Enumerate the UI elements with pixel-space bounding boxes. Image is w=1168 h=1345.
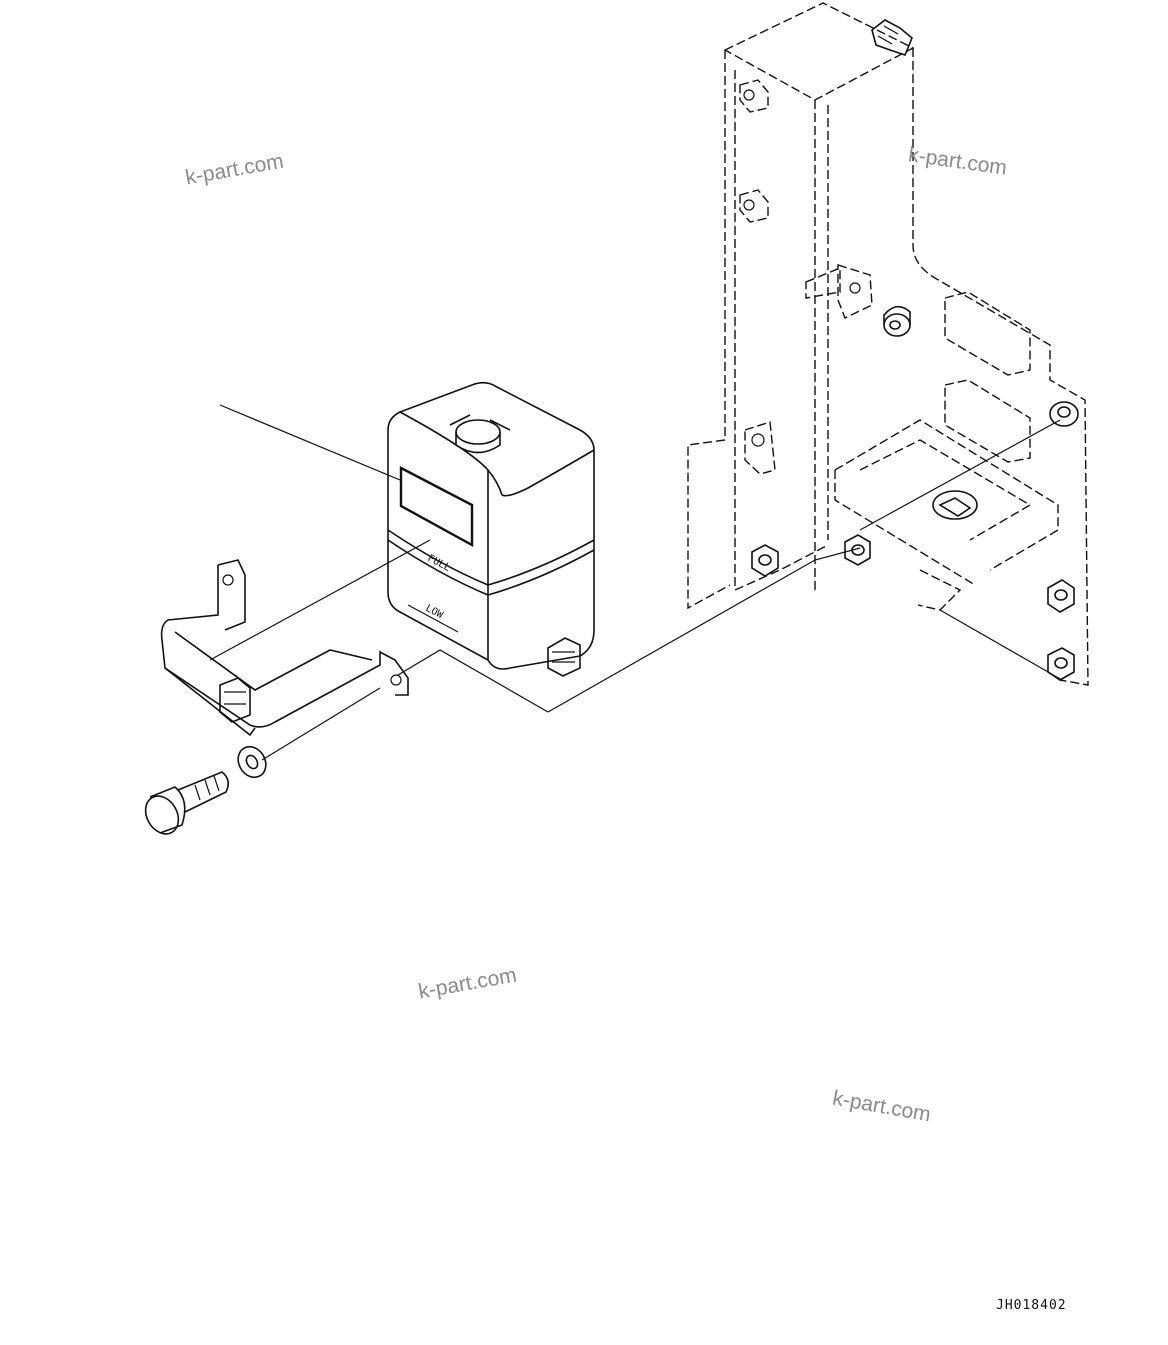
tray-bracket — [834, 419, 1059, 611]
mounting-post — [687, 2, 1089, 686]
top-clip — [871, 19, 913, 56]
slot-2 — [944, 379, 1031, 463]
slot-1 — [944, 291, 1031, 376]
nut-tray-base — [844, 534, 871, 566]
reservoir-tank — [387, 381, 595, 670]
nut-top-right — [1049, 401, 1079, 427]
nut-lower-right-1 — [1047, 579, 1075, 613]
tank-clip — [547, 637, 581, 677]
low-level-line — [407, 604, 459, 633]
strap-bracket — [160, 559, 409, 737]
clamp-plate-1 — [805, 264, 873, 319]
drawing-code: JH018402 — [996, 1298, 1067, 1313]
post-hole-2 — [739, 189, 769, 223]
spacer-cylinder — [883, 305, 911, 337]
nut-lower-right-2 — [1047, 647, 1075, 681]
assembly-lines — [209, 404, 1063, 761]
tank-label-plate — [399, 466, 474, 548]
nut-post-base — [751, 544, 779, 577]
bolt — [144, 771, 230, 835]
post-hole-1 — [739, 79, 769, 113]
clamp-plate-2 — [744, 421, 776, 475]
washer — [237, 745, 267, 779]
